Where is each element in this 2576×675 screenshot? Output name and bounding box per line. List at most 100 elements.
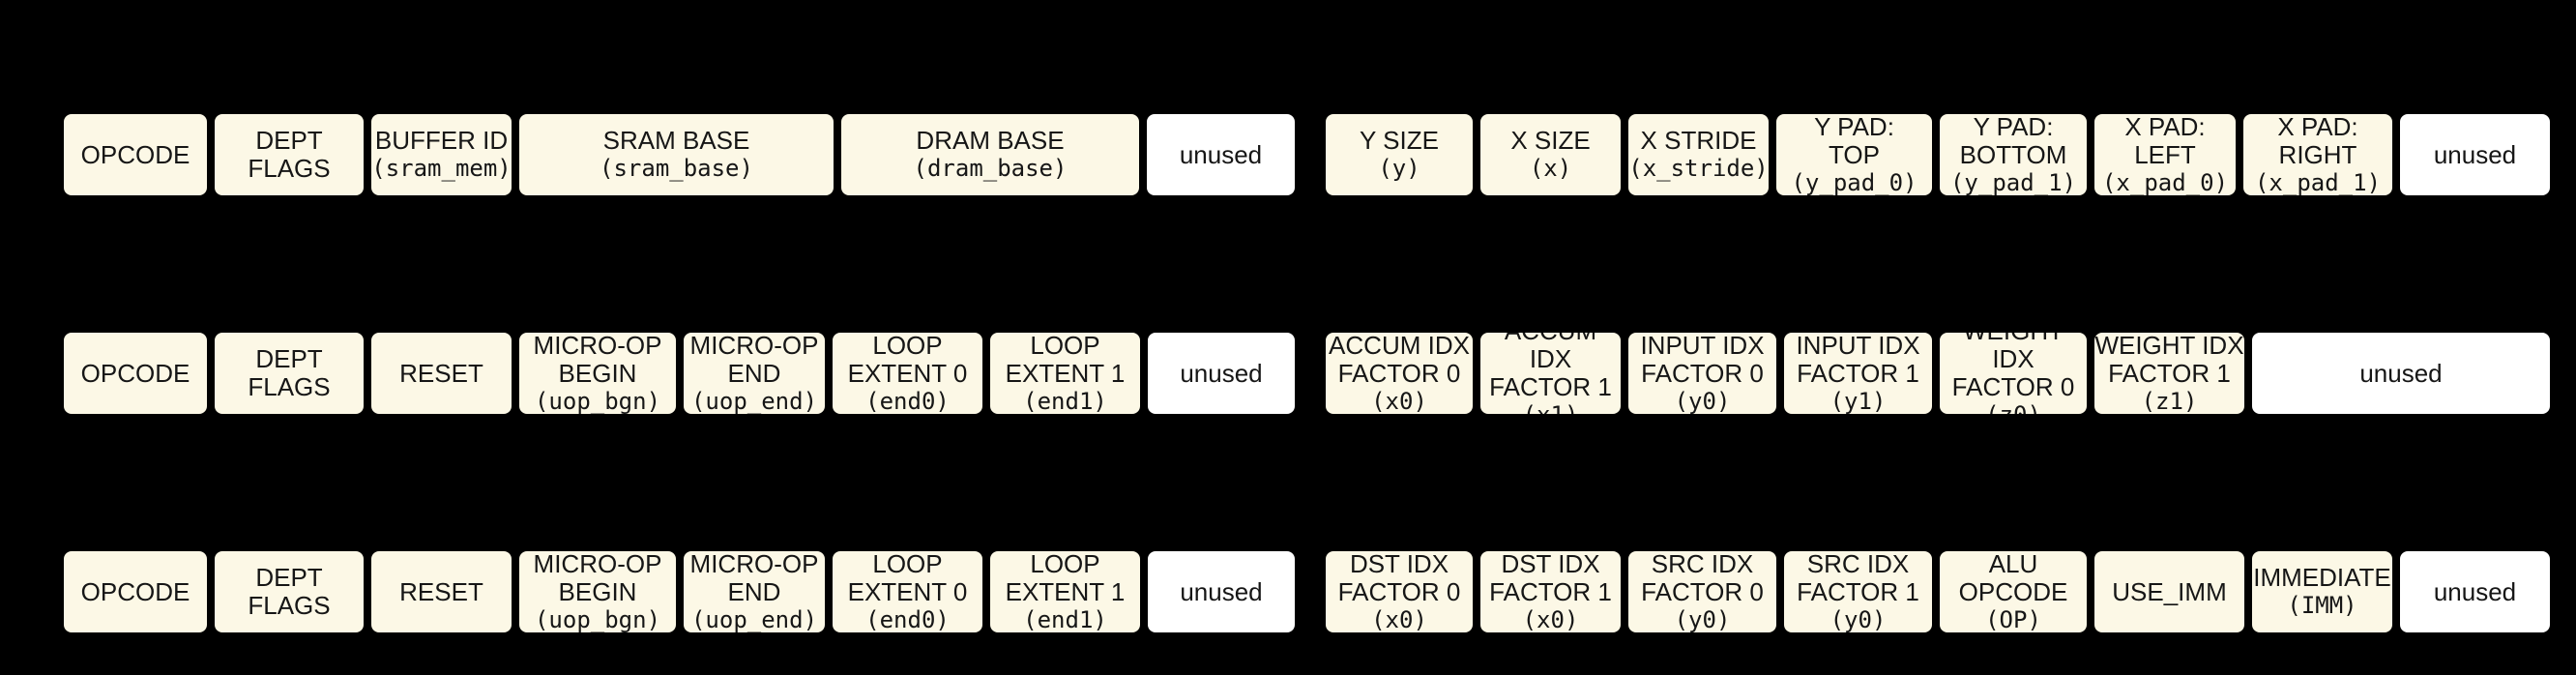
field-label: ACCUM IDX FACTOR 1: [1489, 330, 1612, 401]
field-group-2: DST IDX FACTOR 0(x0)DST IDX FACTOR 1(x0)…: [1323, 548, 2553, 635]
field-label: unused: [1180, 358, 1263, 388]
field-sublabel: (IMM): [2287, 592, 2357, 619]
field-sublabel: (y1): [1830, 387, 1887, 415]
field-label: RESET: [399, 358, 483, 388]
field-x-stride: X STRIDE(x_stride): [1625, 111, 1771, 198]
group-divider: [1300, 111, 1321, 198]
field-sublabel: (y_pad_1): [1949, 168, 2077, 196]
field-label: X PAD: RIGHT: [2277, 111, 2358, 169]
field-unused: unused: [1145, 548, 1298, 635]
field-micro-op-begin: MICRO-OP BEGIN(uop_bgn): [516, 548, 679, 635]
field-loop-extent-1: LOOP EXTENT 1(end1): [987, 330, 1143, 417]
field-micro-op-end: MICRO-OP END(uop_end): [681, 330, 828, 417]
field-group-1: OPCODE DEPT FLAGS RESET MICRO-OP BEGIN(uop_…: [61, 548, 1298, 635]
field-label: DRAM BASE: [916, 126, 1065, 155]
field-label: SRC IDX FACTOR 0: [1641, 548, 1764, 606]
field-sram-base: SRAM BASE(sram_base): [516, 111, 836, 198]
field-unused: unused: [2249, 330, 2553, 417]
field-use-imm: USE_IMM: [2092, 548, 2247, 635]
field-label: INPUT IDX FACTOR 0: [1640, 330, 1765, 388]
field-label: WEIGHT IDX FACTOR 0: [1951, 330, 2075, 401]
field-micro-op-begin: MICRO-OP BEGIN(uop_bgn): [516, 330, 679, 417]
field-label: WEIGHT IDX FACTOR 1: [2094, 330, 2244, 388]
field-sublabel: (sram_base): [600, 155, 753, 182]
field-label: LOOP EXTENT 0: [847, 330, 968, 388]
field-alu-opcode: ALU OPCODE(OP): [1937, 548, 2090, 635]
field-sublabel: (OP): [1985, 605, 2041, 633]
field-sublabel: (z1): [2141, 387, 2198, 415]
field-label: IMMEDIATE: [2253, 563, 2391, 592]
field-label: SRAM BASE: [602, 126, 750, 155]
field-sublabel: (uop_end): [690, 605, 818, 633]
field-weight-idx-factor-1: WEIGHT IDX FACTOR 1(z1): [2092, 330, 2247, 417]
field-label: BUFFER ID: [374, 126, 509, 155]
field-label: LOOP EXTENT 1: [1005, 548, 1126, 606]
field-label: SRC IDX FACTOR 1: [1797, 548, 1919, 606]
field-sublabel: (sram_mem): [371, 155, 512, 182]
field-label: RESET: [399, 576, 483, 606]
field-label: X SIZE: [1510, 126, 1591, 155]
field-loop-extent-0: LOOP EXTENT 0(end0): [830, 330, 985, 417]
field-dept-flags: DEPT FLAGS: [212, 330, 366, 417]
field-unused: unused: [2397, 111, 2553, 198]
field-sublabel: (uop_end): [690, 387, 818, 415]
field-accum-idx-factor-0: ACCUM IDX FACTOR 0(x0): [1323, 330, 1476, 417]
field-reset: RESET: [368, 548, 514, 635]
field-sublabel: (end1): [1023, 387, 1107, 415]
field-sublabel: (x_pad_0): [2101, 168, 2229, 196]
field-immediate: IMMEDIATE(IMM): [2249, 548, 2395, 635]
field-y-size: Y SIZE(y): [1323, 111, 1476, 198]
field-sublabel: (dram_base): [913, 155, 1068, 182]
group-divider: [1300, 330, 1321, 417]
field-input-idx-factor-0: INPUT IDX FACTOR 0(y0): [1625, 330, 1779, 417]
field-src-idx-factor-1: SRC IDX FACTOR 1(y0): [1781, 548, 1935, 635]
field-label: OPCODE: [80, 576, 190, 606]
field-loop-extent-0: LOOP EXTENT 0(end0): [830, 548, 985, 635]
field-label: unused: [2433, 139, 2517, 169]
field-label: unused: [2359, 358, 2443, 388]
field-sublabel: (x1): [1522, 401, 1579, 417]
field-dst-idx-factor-0: DST IDX FACTOR 0(x0): [1323, 548, 1476, 635]
field-sublabel: (x0): [1522, 605, 1579, 633]
field-src-idx-factor-0: SRC IDX FACTOR 0(y0): [1625, 548, 1779, 635]
field-sublabel: (x0): [1371, 605, 1427, 633]
field-label: DEPT FLAGS: [248, 126, 331, 183]
field-sublabel: (y0): [1830, 605, 1887, 633]
field-unused: unused: [1145, 330, 1298, 417]
field-sublabel: (uop_bgn): [534, 387, 661, 415]
field-x-size: X SIZE(x): [1478, 111, 1624, 198]
field-opcode: OPCODE: [61, 111, 210, 198]
field-unused: unused: [1144, 111, 1298, 198]
field-label: USE_IMM: [2112, 576, 2227, 606]
field-label: unused: [1179, 139, 1263, 169]
field-label: DST IDX FACTOR 0: [1337, 548, 1461, 606]
field-weight-idx-factor-0: WEIGHT IDX FACTOR 0(z0): [1937, 330, 2090, 417]
field-sublabel: (y): [1378, 155, 1420, 182]
field-label: INPUT IDX FACTOR 1: [1796, 330, 1920, 388]
field-dram-base: DRAM BASE(dram_base): [838, 111, 1142, 198]
field-label: MICRO-OP BEGIN: [533, 330, 662, 388]
field-sublabel: (x): [1529, 155, 1572, 182]
field-label: DEPT FLAGS: [248, 344, 331, 401]
field-opcode: OPCODE: [61, 330, 210, 417]
field-label: unused: [2433, 576, 2517, 606]
field-sublabel: (end0): [865, 387, 950, 415]
field-label: DST IDX FACTOR 1: [1489, 548, 1612, 606]
field-sublabel: (end0): [865, 605, 950, 633]
field-sublabel: (z0): [1985, 401, 2041, 417]
field-label: Y SIZE: [1360, 126, 1439, 155]
field-dept-flags: DEPT FLAGS: [212, 548, 366, 635]
field-reset: RESET: [368, 330, 514, 417]
field-label: Y PAD: TOP: [1814, 111, 1894, 169]
field-opcode: OPCODE: [61, 548, 210, 635]
field-sublabel: (uop_bgn): [534, 605, 661, 633]
field-label: ACCUM IDX FACTOR 0: [1329, 330, 1470, 388]
field-sublabel: (y_pad_0): [1791, 168, 1917, 196]
row-alu-instruction: OPCODE DEPT FLAGS RESET MICRO-OP BEGIN(uop_…: [61, 548, 2553, 635]
field-micro-op-end: MICRO-OP END(uop_end): [681, 548, 828, 635]
field-x-pad-left: X PAD: LEFT(x_pad_0): [2092, 111, 2239, 198]
